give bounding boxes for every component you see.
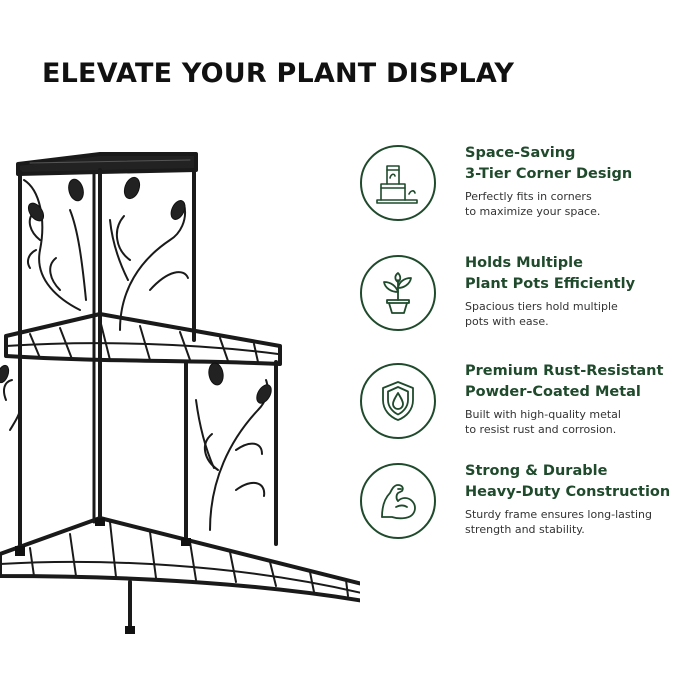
feature-desc-line2: to resist rust and corrosion. <box>465 423 617 436</box>
page-headline: ELEVATE YOUR PLANT DISPLAY <box>42 58 515 89</box>
feature-desc-line1: Spacious tiers hold multiple <box>465 300 618 313</box>
feature-desc-line2: to maximize your space. <box>465 205 601 218</box>
feature-desc-line1: Built with high-quality metal <box>465 408 621 421</box>
feature-title-line2: Plant Pots Efficiently <box>465 276 636 292</box>
feature-title-line1: Strong & Durable <box>465 463 608 479</box>
plant-stand-image <box>0 152 360 634</box>
feature-title-line2: Heavy-Duty Construction <box>465 484 671 500</box>
feature-multiple-pots: Holds Multiple Plant Pots Efficiently Sp… <box>360 255 690 351</box>
feature-title-line1: Space-Saving <box>465 145 576 161</box>
feature-title-line1: Premium Rust-Resistant <box>465 363 664 379</box>
feature-desc-line2: strength and stability. <box>465 523 585 536</box>
feature-corner-design: Space-Saving 3-Tier Corner Design Perfec… <box>360 145 690 241</box>
tiered-stand-icon <box>360 145 436 221</box>
feature-rust-resistant: Premium Rust-Resistant Powder-Coated Met… <box>360 363 690 459</box>
feature-desc-line1: Perfectly fits in corners <box>465 190 592 203</box>
flexed-arm-icon <box>360 463 436 539</box>
feature-title-line1: Holds Multiple <box>465 255 583 271</box>
potted-plant-icon <box>360 255 436 331</box>
feature-title-line2: Powder-Coated Metal <box>465 384 641 400</box>
feature-desc-line2: pots with ease. <box>465 315 549 328</box>
feature-desc-line1: Sturdy frame ensures long-lasting <box>465 508 652 521</box>
feature-title-line2: 3-Tier Corner Design <box>465 166 633 182</box>
feature-heavy-duty: Strong & Durable Heavy-Duty Construction… <box>360 463 690 559</box>
shield-drop-icon <box>360 363 436 439</box>
